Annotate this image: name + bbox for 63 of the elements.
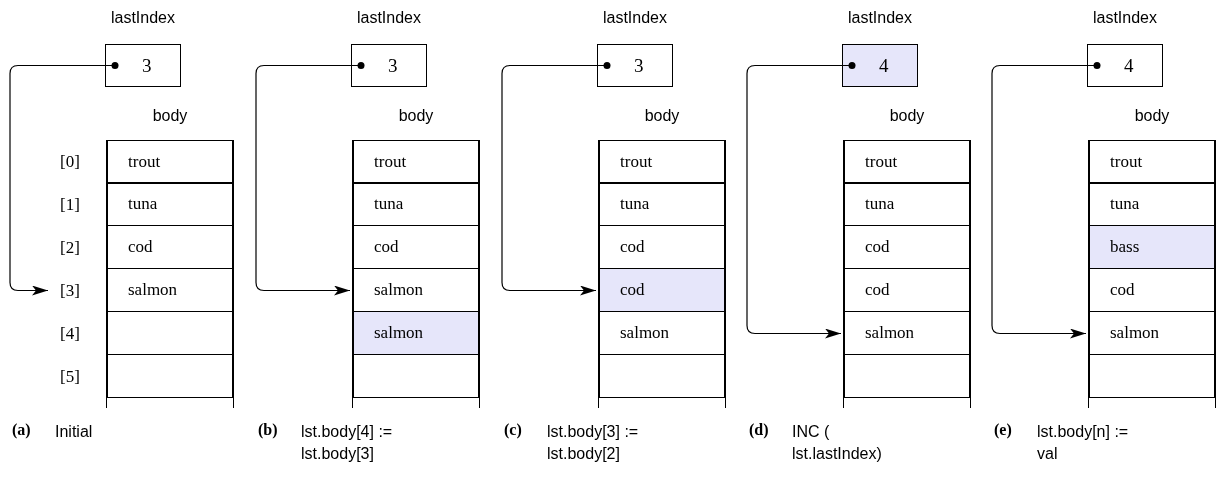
array-name: body <box>888 106 926 126</box>
array-cell: cod <box>844 225 970 269</box>
array-cell: salmon <box>599 311 725 355</box>
index-label: [0] <box>50 140 90 183</box>
array-cell: cod <box>1089 268 1215 312</box>
pointer-arrow <box>255 62 365 296</box>
index-label: [1] <box>50 183 90 226</box>
array-cell: bass <box>1089 225 1215 269</box>
variable-name: lastIndex <box>601 8 668 28</box>
array-cell: tuna <box>107 182 233 226</box>
variable-name: lastIndex <box>846 8 913 28</box>
array-cell: cod <box>599 268 725 312</box>
pointer-arrow <box>9 62 119 296</box>
empty-cell <box>844 354 970 398</box>
array-cell: trout <box>599 140 725 184</box>
empty-cell <box>107 311 233 355</box>
array-cell: cod <box>353 225 479 269</box>
index-label: [2] <box>50 226 90 269</box>
caption-tag: (a) <box>12 421 31 439</box>
index-label: [4] <box>50 312 90 355</box>
pointer-value: 3 <box>388 55 398 77</box>
array-name: body <box>397 106 435 126</box>
array-name: body <box>1133 106 1171 126</box>
empty-cell <box>107 354 233 398</box>
index-label: [3] <box>50 269 90 312</box>
caption-text: lst.body[4] := lst.body[3] <box>301 422 394 464</box>
variable-name: lastIndex <box>1091 8 1158 28</box>
caption-tag: (b) <box>258 421 278 439</box>
caption-tag: (d) <box>749 421 769 439</box>
variable-name: lastIndex <box>109 8 176 28</box>
pointer-value: 4 <box>1124 55 1134 77</box>
array-cell: trout <box>844 140 970 184</box>
pointer-arrow <box>746 62 856 339</box>
empty-cell <box>353 354 479 398</box>
pointer-value: 4 <box>879 55 889 77</box>
pointer-value: 3 <box>142 55 152 77</box>
array-cell: trout <box>107 140 233 184</box>
caption-text: INC ( lst.lastIndex) <box>792 422 883 464</box>
array-cell: tuna <box>844 182 970 226</box>
pointer-value: 3 <box>634 55 644 77</box>
pointer-arrow <box>991 62 1101 339</box>
caption-text: lst.body[n] := val <box>1037 422 1130 464</box>
caption-text: Initial <box>55 422 94 442</box>
pointer-arrow <box>501 62 611 296</box>
array-cell: trout <box>1089 140 1215 184</box>
caption-tag: (e) <box>994 421 1012 439</box>
empty-cell <box>1089 354 1215 398</box>
caption-tag: (c) <box>504 421 522 439</box>
array-cell: salmon <box>1089 311 1215 355</box>
array-cell: tuna <box>353 182 479 226</box>
array-name: body <box>151 106 189 126</box>
array-cell: cod <box>107 225 233 269</box>
caption-text: lst.body[3] := lst.body[2] <box>547 422 640 464</box>
variable-name: lastIndex <box>355 8 422 28</box>
array-name: body <box>643 106 681 126</box>
array-cell: cod <box>844 268 970 312</box>
array-cell: salmon <box>844 311 970 355</box>
index-label: [5] <box>50 355 90 398</box>
array-cell: tuna <box>599 182 725 226</box>
array-cell: salmon <box>353 311 479 355</box>
empty-cell <box>599 354 725 398</box>
array-cell: salmon <box>107 268 233 312</box>
array-cell: trout <box>353 140 479 184</box>
